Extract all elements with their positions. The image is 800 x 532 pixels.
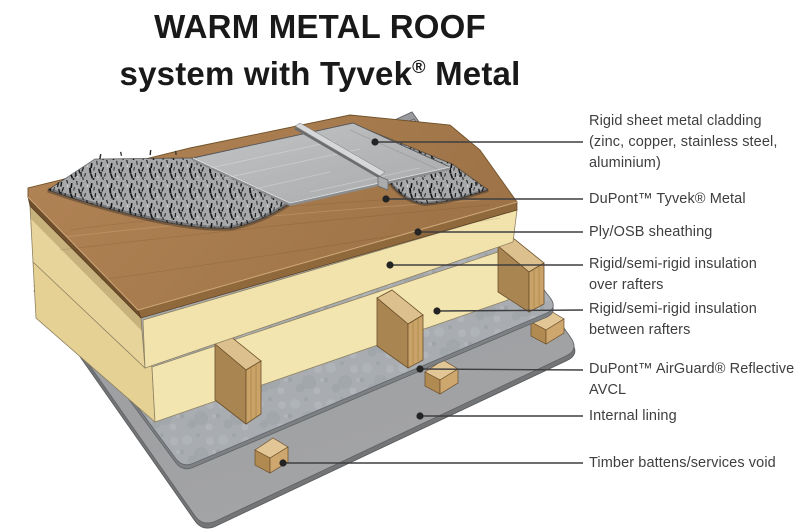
leader-dot — [386, 261, 394, 269]
leader-dot — [371, 138, 379, 146]
label-insulation-between-rafters: Rigid/semi-rigid insulation between raft… — [589, 301, 757, 338]
rafter — [376, 289, 424, 369]
registered-mark: ® — [412, 57, 426, 77]
rafter — [497, 237, 545, 313]
title-line-2: system with Tyvek® Metal — [119, 55, 521, 92]
timber-batten — [530, 309, 565, 345]
label-airguard-avcl: DuPont™ AirGuard® Reflective AVCL — [589, 361, 795, 398]
timber-batten — [254, 437, 289, 474]
label-metal-cladding: Rigid sheet metal cladding (zinc, copper… — [589, 113, 778, 171]
leader-dot — [382, 195, 390, 203]
page-title: WARM METAL ROOF system with Tyvek® Metal — [40, 6, 600, 94]
label-tyvek-metal: DuPont™ Tyvek® Metal — [589, 191, 746, 207]
leader-dot — [433, 307, 441, 315]
standing-seam — [294, 122, 389, 191]
leader-dots — [279, 138, 441, 467]
leader-dot — [416, 412, 424, 420]
insulation-over-rafters-layer — [29, 204, 518, 370]
leader-dot — [414, 228, 422, 236]
label-insulation-over-rafters: Rigid/semi-rigid insulation over rafters — [589, 256, 757, 293]
fleece-fuzz — [56, 150, 477, 188]
leader-line — [436, 309, 584, 312]
leader-dot — [416, 365, 424, 373]
title-line-1: WARM METAL ROOF — [154, 8, 486, 45]
rafter — [214, 335, 262, 425]
leader-lines — [283, 141, 584, 464]
leader-dot — [279, 459, 287, 467]
label-internal-lining: Internal lining — [589, 408, 677, 424]
metal-cladding-layer — [191, 122, 452, 206]
leader-line — [419, 368, 584, 371]
label-ply-osb-sheathing: Ply/OSB sheathing — [589, 224, 713, 240]
label-timber-battens: Timber battens/services void — [589, 455, 776, 471]
